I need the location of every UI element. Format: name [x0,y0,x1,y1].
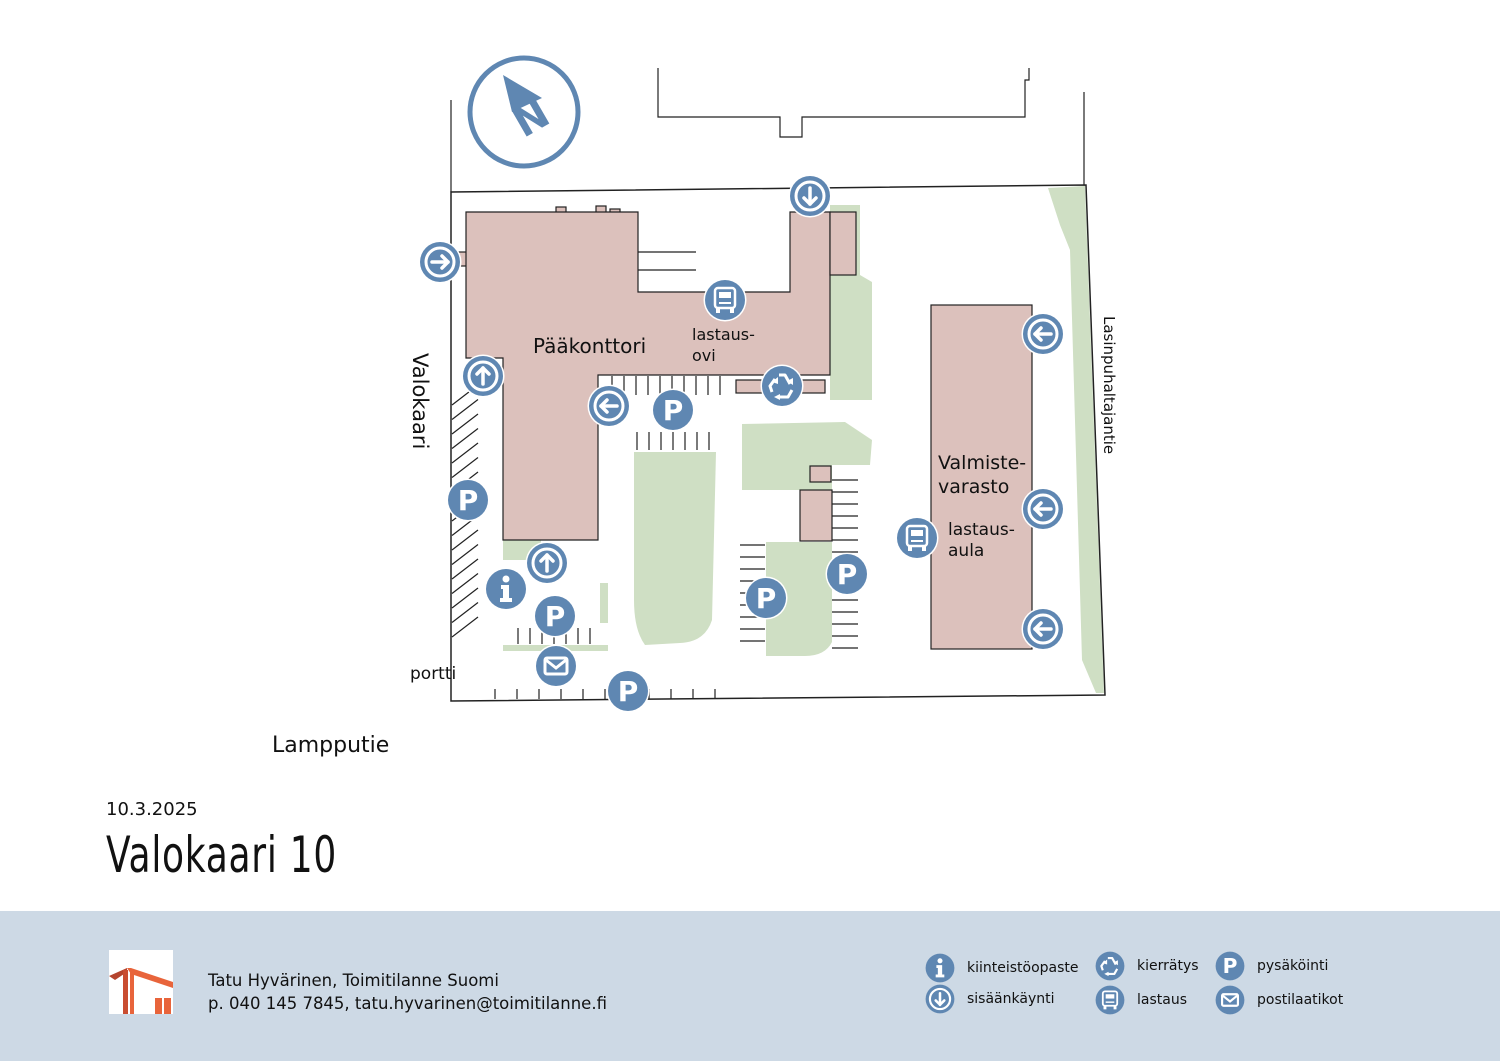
gate-label: portti [410,664,456,684]
recycle-icon [760,364,804,408]
entrance-icon [525,541,569,585]
site-boundary [450,184,1106,702]
mail-icon [534,644,578,688]
entrance-icon [788,174,832,218]
site-map: N Pääkonttori lastaus- ovi Valmiste- var… [272,55,1118,758]
footer: Tatu Hyvärinen, Toimitilanne Suomi p. 04… [0,911,1500,1061]
street-valokaari-label: Valokaari [408,353,432,449]
svg-text:P: P [618,675,639,708]
truck-icon [703,278,747,322]
entrance-icon [1021,487,1065,531]
svg-text:P: P [837,558,858,591]
info-icon [484,567,528,611]
loading-hall-label-2: aula [948,541,984,561]
loading-door-label: lastaus- [692,325,755,344]
parking-icon: P [651,388,695,432]
warehouse-building [930,304,1033,650]
loading-hall-label: lastaus- [948,520,1015,540]
legend-label: kierrätys [1137,958,1199,974]
legend-label: postilaatikot [1257,992,1344,1008]
truck-icon [1095,985,1125,1015]
legend-item: kierrätys [1095,951,1199,981]
legend-item: postilaatikot [1215,985,1343,1015]
contact-name: Tatu Hyvärinen, Toimitilanne Suomi [208,971,499,990]
date: 10.3.2025 [106,799,198,820]
parking-icon: P [606,669,650,713]
parking-icon: P [744,576,788,620]
recycling-icon [1095,951,1125,981]
svg-text:P: P [1223,954,1238,978]
page-title: Valokaari 10 [106,826,337,884]
entrance-icon [418,240,462,284]
entrance-icon [587,384,631,428]
legend-label: kiinteistöopaste [967,960,1079,976]
warehouse-label-2: varasto [938,476,1009,498]
compass: N [467,55,581,169]
mail-icon [1215,985,1245,1015]
main-office-label: Pääkonttori [533,334,646,358]
legend-label: lastaus [1137,992,1187,1008]
svg-text:P: P [663,394,684,427]
svg-text:P: P [458,484,479,517]
parking-icon: P [533,594,577,638]
legend-item: lastaus [1095,985,1187,1015]
contact-details: p. 040 145 7845, tatu.hyvarinen@toimitil… [208,994,607,1013]
loading-door-label-2: ovi [692,346,716,365]
entrance-icon [461,354,505,398]
parking-icon: P [446,478,490,522]
company-logo [109,950,173,1014]
entrance-icon [1021,312,1065,356]
street-lasinpuhaltajantie-label: Lasinpuhaltajantie [1100,316,1118,454]
svg-text:P: P [756,582,777,615]
entrance-icon [1021,607,1065,651]
legend-label: pysäköinti [1257,958,1329,974]
entrance-icon [925,984,955,1014]
street-lampputie-label: Lampputie [272,733,389,758]
parking-icon: P [825,552,869,596]
legend-item: sisäänkäynti [925,984,1055,1014]
truck-icon [895,516,939,560]
warehouse-label: Valmiste- [938,452,1026,474]
site-outlines [450,68,1085,192]
legend-label: sisäänkäynti [967,991,1055,1007]
parking-icon: P [1215,951,1245,981]
svg-text:P: P [545,600,566,633]
legend-item: kiinteistöopaste [925,953,1079,983]
info-icon [925,953,955,983]
